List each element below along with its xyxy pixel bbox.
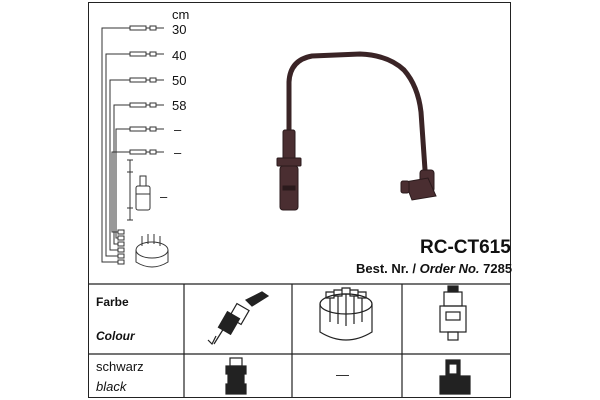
length-value-1: 30 [172, 22, 187, 37]
spark-plug-icon [207, 291, 270, 346]
length-unit-label: cm [172, 7, 190, 22]
length-value-7: – [160, 189, 168, 204]
order-number: 7285 [483, 261, 513, 276]
ignition-cable-drawing [276, 51, 437, 211]
distributor-cap-icon [319, 287, 373, 341]
coil-boot-icon [439, 359, 471, 395]
length-value-4: 58 [172, 98, 187, 113]
cable-set-schematic [101, 25, 169, 268]
order-label: Order No. [419, 261, 480, 276]
length-value-3: 50 [172, 73, 187, 88]
length-value-5: – [174, 122, 182, 137]
plug-boot-icon [225, 357, 247, 395]
cap-color-value: — [336, 367, 349, 382]
order-number-line: Best. Nr. / Order No. 7285 [356, 262, 512, 275]
order-prefix: Best. Nr. / [356, 261, 420, 276]
ignition-coil-icon [439, 285, 467, 341]
length-value-6: – [174, 145, 182, 160]
datasheet-frame [88, 2, 511, 398]
table-grid [88, 283, 511, 398]
colour-label-de: Farbe [96, 295, 129, 309]
length-value-2: 40 [172, 48, 187, 63]
color-value-en: black [96, 379, 127, 394]
color-value-de: schwarz [96, 359, 144, 374]
colour-label-en: Colour [96, 329, 135, 343]
product-code: RC-CT615 [420, 237, 511, 258]
